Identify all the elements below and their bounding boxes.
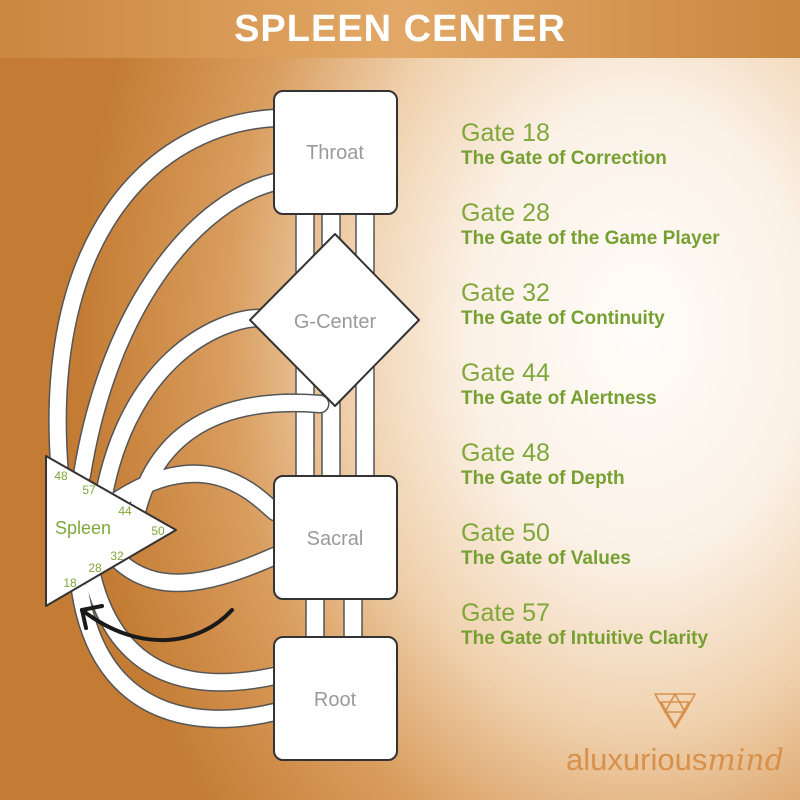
throat-label: Throat — [306, 142, 364, 164]
root-label: Root — [314, 689, 357, 711]
pointer-arrow — [80, 604, 234, 642]
gate-number: Gate 44 — [461, 359, 550, 387]
spleen-gate-44: 44 — [118, 504, 132, 518]
gate-item: Gate 50 The Gate of Values — [461, 518, 791, 598]
throat-center: Throat — [273, 90, 398, 215]
brand-logo: aluxuriousmind — [560, 690, 790, 790]
gate-number: Gate 18 — [461, 119, 550, 147]
sacral-center: Sacral — [273, 475, 398, 600]
gate-name: The Gate of Depth — [461, 468, 625, 489]
gate-item: Gate 44 The Gate of Alertness — [461, 358, 791, 438]
logo-wordmark: aluxuriousmind — [560, 742, 790, 778]
logo-wordmark-a: aluxurious — [566, 742, 708, 777]
gate-name: The Gate of Continuity — [461, 308, 665, 329]
spleen-label: Spleen — [55, 518, 111, 538]
gate-number: Gate 32 — [461, 279, 550, 307]
gate-name: The Gate of Correction — [461, 148, 667, 169]
spleen-center: Spleen 48 57 44 50 32 28 18 — [45, 455, 177, 607]
gate-name: The Gate of Intuitive Clarity — [461, 628, 709, 649]
spleen-gate-18: 18 — [63, 576, 77, 590]
gate-number: Gate 50 — [461, 519, 550, 547]
gate-list: Gate 18 The Gate of Correction Gate 28 T… — [461, 118, 791, 678]
g-center-label: G-Center — [294, 311, 377, 333]
spleen-gate-50: 50 — [151, 524, 165, 538]
spleen-gate-28: 28 — [88, 561, 102, 575]
gate-number: Gate 28 — [461, 199, 550, 227]
spleen-gate-57: 57 — [82, 483, 96, 497]
gate-number: Gate 57 — [461, 599, 550, 627]
gate-number: Gate 48 — [461, 439, 550, 467]
spleen-gate-32: 32 — [110, 549, 124, 563]
root-center: Root — [273, 636, 398, 761]
logo-mark-icon — [654, 693, 696, 729]
gate-name: The Gate of Alertness — [461, 388, 657, 409]
gate-name: The Gate of the Game Player — [461, 228, 720, 249]
gate-item: Gate 32 The Gate of Continuity — [461, 278, 791, 358]
gate-item: Gate 28 The Gate of the Game Player — [461, 198, 791, 278]
page-title: SPLEEN CENTER — [234, 7, 566, 50]
sacral-label: Sacral — [307, 528, 364, 550]
g-center: G-Center — [249, 233, 420, 407]
gate-name: The Gate of Values — [461, 548, 631, 569]
gate-item: Gate 48 The Gate of Depth — [461, 438, 791, 518]
spleen-gate-48: 48 — [54, 469, 68, 483]
title-banner: SPLEEN CENTER — [0, 0, 800, 58]
gate-item: Gate 18 The Gate of Correction — [461, 118, 791, 198]
spleen-channels — [48, 108, 330, 729]
logo-wordmark-b: mind — [707, 743, 784, 778]
gate-item: Gate 57 The Gate of Intuitive Clarity — [461, 598, 791, 678]
